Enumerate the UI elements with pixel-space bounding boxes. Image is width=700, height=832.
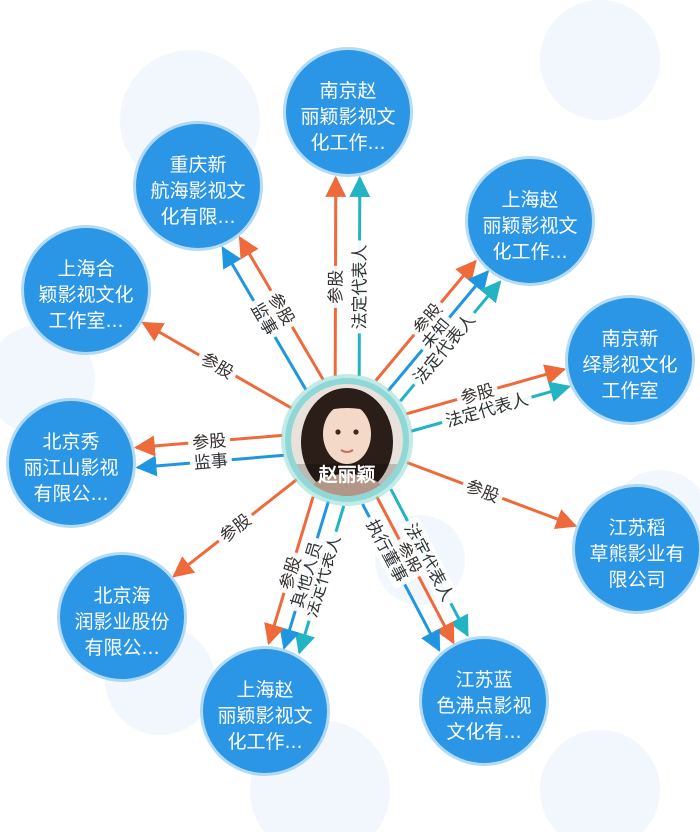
- company-name-line: 丽江山影视: [23, 457, 118, 479]
- company-node-sh_hy[interactable]: 上海合颖影视文化工作室...: [21, 225, 151, 355]
- edge-label-sh_hy-share: 参股: [194, 346, 240, 385]
- edge-label-nj_zly-legal_rep: 法定代表人: [348, 240, 371, 334]
- company-name-line: 丽颖影视文: [300, 106, 395, 128]
- svg-text:监事: 监事: [193, 451, 229, 474]
- company-name-line: 上海合: [57, 258, 114, 280]
- company-name-line: 化工作...: [227, 731, 302, 753]
- company-node-bj_xjs[interactable]: 北京秀丽江山影视有限公...: [6, 398, 136, 528]
- center-node[interactable]: 赵丽颖: [281, 374, 413, 518]
- company-node-js_lse[interactable]: 江苏蓝色沸点影视文化有...: [419, 636, 549, 766]
- company-name-line: 有限公...: [84, 637, 159, 659]
- company-name-line: 化有限...: [160, 206, 235, 228]
- company-name-line: 北京秀: [42, 431, 99, 453]
- node-layer: 南京赵丽颖影视文化工作...重庆新航海影视文化有限...上海赵丽颖影视文化工作.…: [6, 47, 700, 776]
- company-name-line: 江苏稻: [608, 517, 665, 539]
- edge-label-nj_zly-share: 参股: [324, 265, 347, 308]
- company-name-line: 丽颖影视文: [482, 215, 577, 237]
- company-name-line: 重庆新: [169, 154, 226, 176]
- svg-text:参股: 参股: [191, 431, 227, 454]
- company-node-sh_zly1[interactable]: 上海赵丽颖影视文化工作...: [465, 156, 595, 286]
- company-name-line: 江苏蓝: [455, 669, 512, 691]
- edge-label-sh_zly2-share: 参股: [274, 550, 306, 596]
- company-name-line: 有限公...: [33, 483, 108, 505]
- edge-label-bj_hr-share: 参股: [213, 507, 258, 549]
- edge-label-bj_xjs-share: 参股: [187, 428, 231, 454]
- person-photo-icon: [291, 384, 403, 496]
- company-node-cq_xhh[interactable]: 重庆新航海影视文化有限...: [133, 121, 263, 251]
- company-node-sh_zly2[interactable]: 上海赵丽颖影视文化工作...: [200, 646, 330, 776]
- company-name-line: 工作室: [601, 380, 658, 402]
- company-name-line: 润影业股份: [74, 611, 169, 633]
- company-name-line: 北京海: [93, 585, 150, 607]
- company-name-line: 上海赵: [501, 189, 558, 211]
- company-name-line: 工作室...: [48, 310, 123, 332]
- edge-label-bj_xjs-supervisor: 监事: [189, 448, 233, 474]
- svg-text:参股: 参股: [463, 477, 502, 508]
- company-name-line: 限公司: [608, 569, 665, 591]
- company-name-line: 草熊影业有: [589, 543, 684, 565]
- company-name-line: 化工作...: [492, 241, 567, 263]
- company-name-line: 文化有...: [446, 721, 521, 743]
- company-node-nj_zly[interactable]: 南京赵丽颖影视文化工作...: [283, 47, 413, 177]
- company-name-line: 航海影视文: [150, 180, 245, 202]
- company-name-line: 南京新: [601, 328, 658, 350]
- company-name-line: 化工作...: [310, 132, 385, 154]
- company-name-line: 绎影视文化: [582, 354, 677, 376]
- company-name-line: 上海赵: [236, 679, 293, 701]
- company-name-line: 颖影视文化: [38, 284, 133, 306]
- svg-text:法定代表人: 法定代表人: [350, 244, 370, 329]
- company-name-line: 色沸点影视: [436, 695, 531, 717]
- company-name-line: 南京赵: [319, 80, 376, 102]
- company-name-line: 丽颖影视文: [217, 705, 312, 727]
- edge-label-js_dx-share: 参股: [459, 474, 506, 508]
- person-name: 赵丽颖: [317, 463, 375, 486]
- company-node-bj_hr[interactable]: 北京海润影业股份有限公...: [57, 552, 187, 682]
- svg-text:参股: 参股: [326, 270, 346, 304]
